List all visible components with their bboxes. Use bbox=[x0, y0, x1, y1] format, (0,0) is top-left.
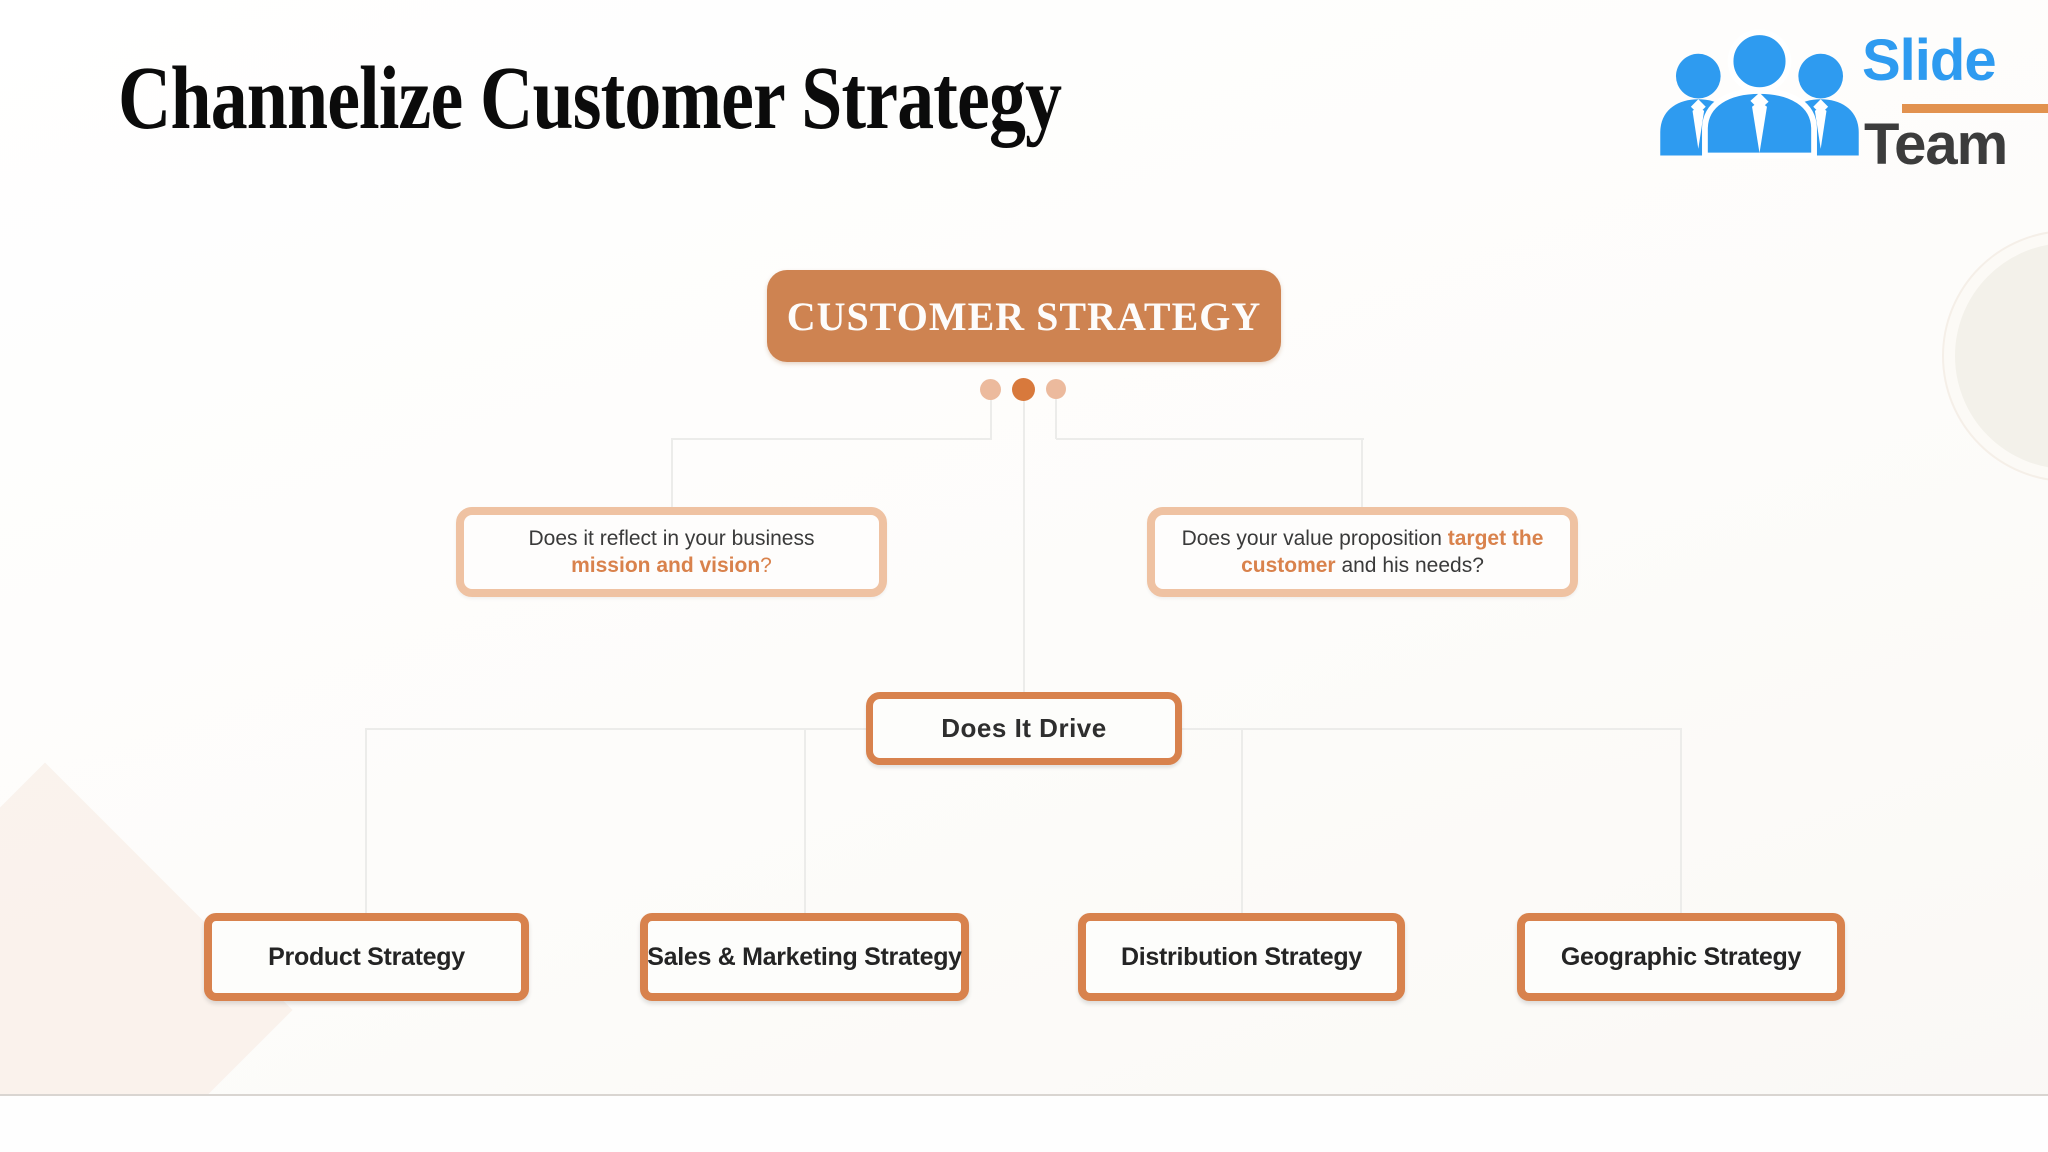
dot-center bbox=[1012, 378, 1035, 401]
bottom-divider-line bbox=[0, 1094, 2048, 1096]
connector-drop-geographic bbox=[1680, 728, 1682, 914]
question-right-prefix: Does your value proposition bbox=[1181, 527, 1448, 550]
node-question-mission-vision: Does it reflect in your business mission… bbox=[456, 507, 887, 597]
node-distribution-strategy-label: Distribution Strategy bbox=[1121, 942, 1362, 971]
connector-horizontal-left bbox=[672, 438, 992, 440]
connector-drop-sales bbox=[804, 728, 806, 914]
slideteam-logo: Slide Team bbox=[1652, 10, 2048, 174]
question-left-suffix: ? bbox=[760, 554, 772, 577]
question-right-text: Does your value proposition target the c… bbox=[1163, 525, 1562, 579]
node-geographic-strategy-label: Geographic Strategy bbox=[1560, 942, 1802, 971]
connector-drop-product bbox=[365, 728, 367, 914]
people-icon bbox=[1660, 29, 1859, 159]
node-does-it-drive-label: Does It Drive bbox=[941, 713, 1107, 743]
connector-drop-distribution bbox=[1241, 728, 1243, 914]
node-product-strategy-label: Product Strategy bbox=[268, 942, 465, 971]
connector-horizontal-right bbox=[1056, 438, 1364, 440]
logo-word-team: Team bbox=[1864, 112, 2008, 177]
question-left-line2: mission and vision? bbox=[571, 552, 772, 579]
node-sales-marketing-strategy: Sales & Marketing Strategy bbox=[640, 913, 969, 1001]
question-left-line1: Does it reflect in your business bbox=[528, 527, 815, 550]
connector-drop-left-question bbox=[671, 438, 673, 508]
node-does-it-drive: Does It Drive bbox=[866, 692, 1182, 765]
question-right-suffix: and his needs? bbox=[1335, 554, 1484, 577]
logo-orange-bar bbox=[1902, 104, 2048, 113]
question-right-highlight: target the customer bbox=[1241, 527, 1544, 577]
connector-stem-right-dot bbox=[1055, 399, 1057, 439]
background-circle-decoration bbox=[1944, 232, 2048, 480]
node-customer-strategy-label: CUSTOMER STRATEGY bbox=[786, 293, 1262, 339]
connector-stem-left-dot bbox=[990, 399, 992, 439]
node-question-target-customer: Does your value proposition target the c… bbox=[1147, 507, 1578, 597]
dot-right bbox=[1046, 379, 1066, 399]
bottom-margin-area bbox=[0, 1096, 2048, 1152]
question-left-highlight: mission and vision bbox=[571, 554, 761, 577]
node-product-strategy: Product Strategy bbox=[204, 913, 529, 1001]
logo-word-slide: Slide bbox=[1862, 28, 1997, 93]
node-geographic-strategy: Geographic Strategy bbox=[1517, 913, 1845, 1001]
dot-left bbox=[980, 379, 1001, 400]
node-sales-marketing-strategy-label: Sales & Marketing Strategy bbox=[647, 942, 962, 971]
connector-center-vertical bbox=[1023, 399, 1025, 693]
connector-drop-right-question bbox=[1361, 438, 1363, 508]
node-distribution-strategy: Distribution Strategy bbox=[1078, 913, 1405, 1001]
slide-title: Channelize Customer Strategy bbox=[118, 49, 1062, 148]
node-customer-strategy: CUSTOMER STRATEGY bbox=[767, 270, 1281, 362]
